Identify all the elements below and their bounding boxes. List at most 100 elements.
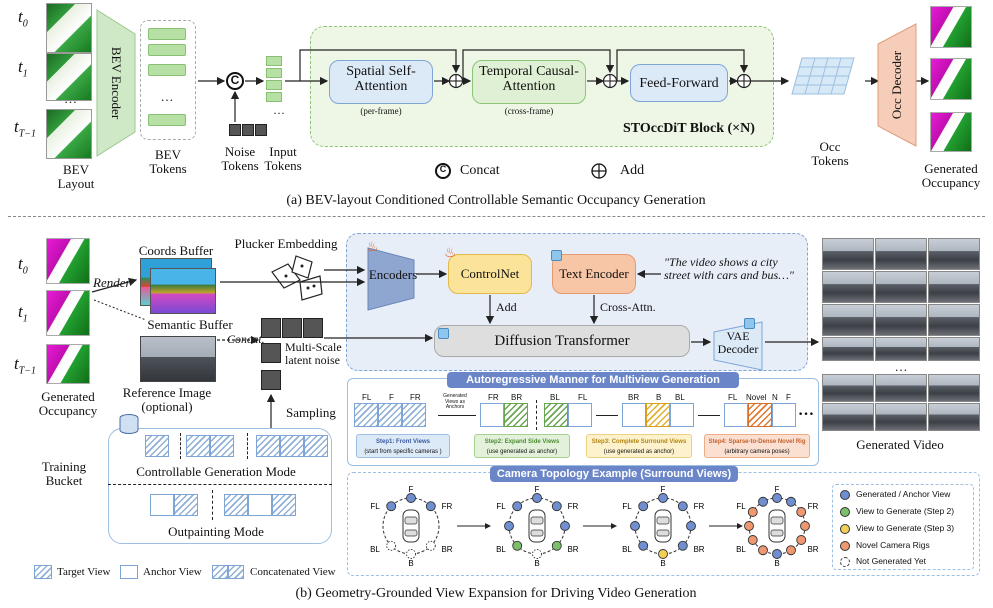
outpainting-mode-label: Outpainting Mode: [168, 524, 264, 539]
reference-image: [140, 336, 216, 382]
view-label-fl: FL: [728, 393, 738, 402]
view-label-f: F: [389, 393, 394, 402]
car-icon: [402, 509, 420, 543]
video-frame: [822, 304, 874, 336]
ar-ellipsis: …: [798, 402, 814, 419]
camera-dot: [796, 535, 807, 545]
camera-dot: [758, 496, 768, 507]
bev-token: [148, 114, 186, 126]
input-token: [266, 56, 282, 66]
camera-dot: [747, 507, 758, 517]
temporal-attention-sub: (cross-frame): [504, 106, 554, 116]
spatial-attention-box: [329, 60, 433, 104]
noise-latent: [303, 318, 323, 338]
view-label-bl: BL: [675, 393, 685, 402]
diffusion-transformer-box: [434, 325, 690, 357]
noise-token: [242, 124, 254, 136]
anchor-view-cell: [568, 403, 592, 427]
flow-arrowhead: [737, 523, 743, 529]
legend-dot: [840, 507, 850, 517]
view-label-b: B: [408, 559, 413, 568]
mode-divider: [108, 484, 332, 485]
car-icon: [768, 509, 786, 543]
target-view-cell: [210, 435, 234, 457]
camera-dot: [532, 549, 542, 559]
legend-concat-label: Concatenated View: [250, 566, 336, 578]
sampling-label: Sampling: [286, 405, 336, 420]
target-view-cell: [224, 494, 248, 516]
video-frame: [875, 403, 927, 431]
video-frame: [928, 304, 980, 336]
time-label-t1: t1: [18, 302, 28, 325]
view-label-f: F: [661, 485, 666, 494]
time-label-tT: tT−1: [14, 354, 37, 377]
noise-latent: [282, 318, 302, 338]
camera-dot: [744, 521, 754, 531]
cell-divider: [536, 400, 537, 430]
view-label-br: BR: [693, 545, 704, 554]
input-occ-frame: [46, 290, 90, 336]
camera-dot: [677, 540, 688, 551]
view-label-f: F: [775, 485, 780, 494]
view-label-b: B: [660, 559, 665, 568]
section-divider: [8, 216, 985, 217]
noise-latent: [261, 370, 281, 390]
spatial-attention-label: Spatial Self-Attention: [346, 64, 416, 95]
input-occ-frame: [46, 238, 90, 284]
view-label-fr: FR: [568, 502, 579, 511]
concat-icon: [226, 72, 244, 90]
car-rear-window: [656, 529, 670, 537]
bev-token: [148, 44, 186, 56]
step4-title: Step4: Sparse-to-Dense Novel Rig: [708, 439, 806, 445]
target-view-cell: [402, 403, 426, 427]
video-frame: [822, 337, 874, 361]
target-view-cell: [354, 403, 378, 427]
target-view-cell: [145, 435, 169, 457]
bev-layout-frame: [46, 53, 92, 101]
step3-sub: (use generated as anchor): [603, 449, 675, 455]
flow-arrowhead: [611, 523, 617, 529]
anchor-view-cell: [622, 403, 646, 427]
camera-dot: [551, 501, 562, 512]
camera-dot: [406, 493, 416, 503]
target-view-cell: [304, 435, 328, 457]
autoregressive-title: Autoregressive Manner for Multiview Gene…: [447, 372, 739, 388]
bottom-arrows: [91, 265, 820, 428]
legend-concat-letter: C: [439, 164, 447, 174]
legend-target-swatch: [34, 565, 52, 579]
view-label-fr: FR: [808, 502, 819, 511]
view-label-fl: FL: [496, 502, 506, 511]
caption-a: (a) BEV-layout Conditioned Controllable …: [286, 193, 706, 208]
legend-label: View to Generate (Step 3): [856, 523, 955, 533]
step2-sub: (use generated as anchor): [486, 449, 558, 455]
view-label-bl: BL: [550, 393, 560, 402]
fire-icon: ♨: [366, 240, 379, 255]
video-frame: [928, 238, 980, 270]
view-label-br: BR: [807, 545, 818, 554]
camera-dot: [658, 549, 668, 559]
bev-layout-frame: [46, 109, 92, 159]
video-frame: [928, 271, 980, 303]
camera-dot: [638, 540, 649, 551]
training-bucket-label: Training Bucket: [41, 459, 87, 489]
input-token: [266, 68, 282, 78]
database-icon: [119, 414, 139, 434]
camera-dot: [551, 540, 562, 551]
target-view-cell: [748, 403, 772, 427]
car-rear-window: [770, 529, 784, 537]
step3-box: Step3: Complete Surround Views(use gener…: [586, 434, 692, 458]
noise-latent: [261, 318, 281, 338]
view-label-fr: FR: [410, 393, 421, 402]
view-label-fl: FL: [370, 502, 380, 511]
view-label-f: F: [786, 393, 791, 402]
cross-attn-label: Cross-Attn.: [600, 300, 656, 314]
target-view-cell: [646, 403, 670, 427]
text-encoder-box: [552, 254, 636, 294]
arrow: [438, 415, 476, 416]
diffusion-transformer-label: Diffusion Transformer: [494, 333, 630, 349]
view-label-bl: BL: [622, 545, 632, 554]
noise-token: [229, 124, 241, 136]
view-label-fl: FL: [362, 393, 372, 402]
view-label-bl: BL: [736, 545, 746, 554]
